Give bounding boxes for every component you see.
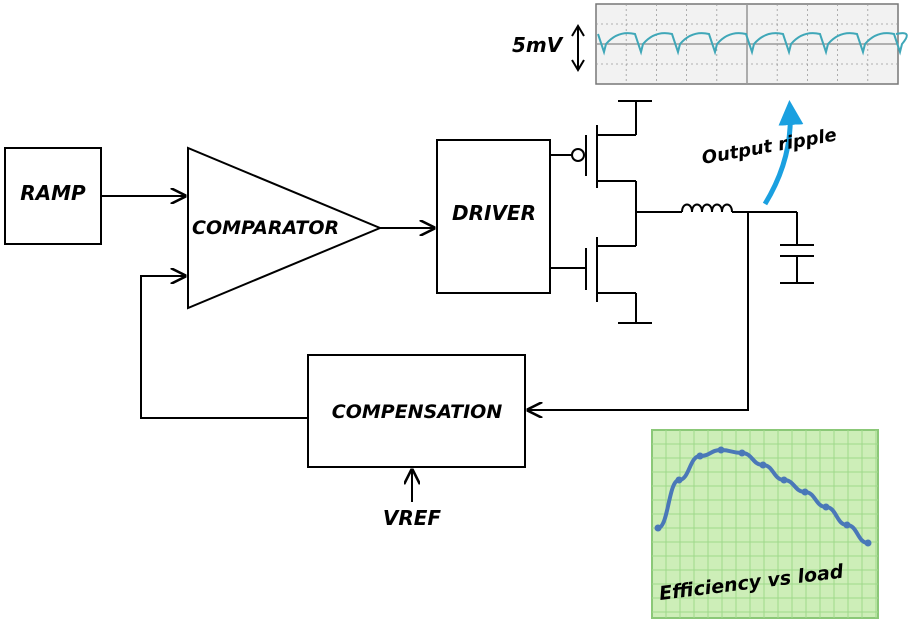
efficiency-chart: Efficiency vs load [651, 429, 879, 619]
data-point [654, 524, 662, 532]
compensation-to-comparator-wire [140, 276, 308, 419]
nmos-transistor [550, 237, 652, 324]
vref-label: VREF [383, 506, 442, 530]
inductor [681, 203, 733, 213]
output-capacitor [780, 212, 814, 284]
compensation-block [307, 354, 526, 468]
output-ripple-label: Output ripple [700, 125, 838, 169]
ripple-trace [597, 32, 908, 56]
efficiency-points [654, 446, 872, 547]
data-point [864, 539, 872, 547]
double-arrow-icon [571, 24, 585, 72]
ramp-label: RAMP [20, 181, 86, 205]
compensation-label: COMPENSATION [332, 401, 503, 423]
driver-label: DRIVER [452, 201, 536, 225]
data-point [822, 503, 830, 511]
data-point [717, 446, 725, 454]
data-point [738, 449, 746, 457]
data-point [843, 521, 851, 529]
data-point [759, 461, 767, 469]
data-point [696, 452, 704, 460]
output-ripple-arrow [762, 100, 804, 206]
ramp-block [4, 147, 102, 245]
comparator-block [187, 146, 383, 310]
data-point [801, 488, 809, 496]
amplitude-label: 5mV [512, 33, 564, 57]
comparator-label: COMPARATOR [192, 217, 339, 239]
data-point [780, 476, 788, 484]
oscilloscope-capture [595, 3, 908, 85]
scope-grid [596, 4, 898, 84]
pmos-transistor [550, 100, 652, 246]
data-point [675, 476, 683, 484]
output-feedback-wire [528, 212, 749, 410]
driver-block [436, 139, 551, 294]
